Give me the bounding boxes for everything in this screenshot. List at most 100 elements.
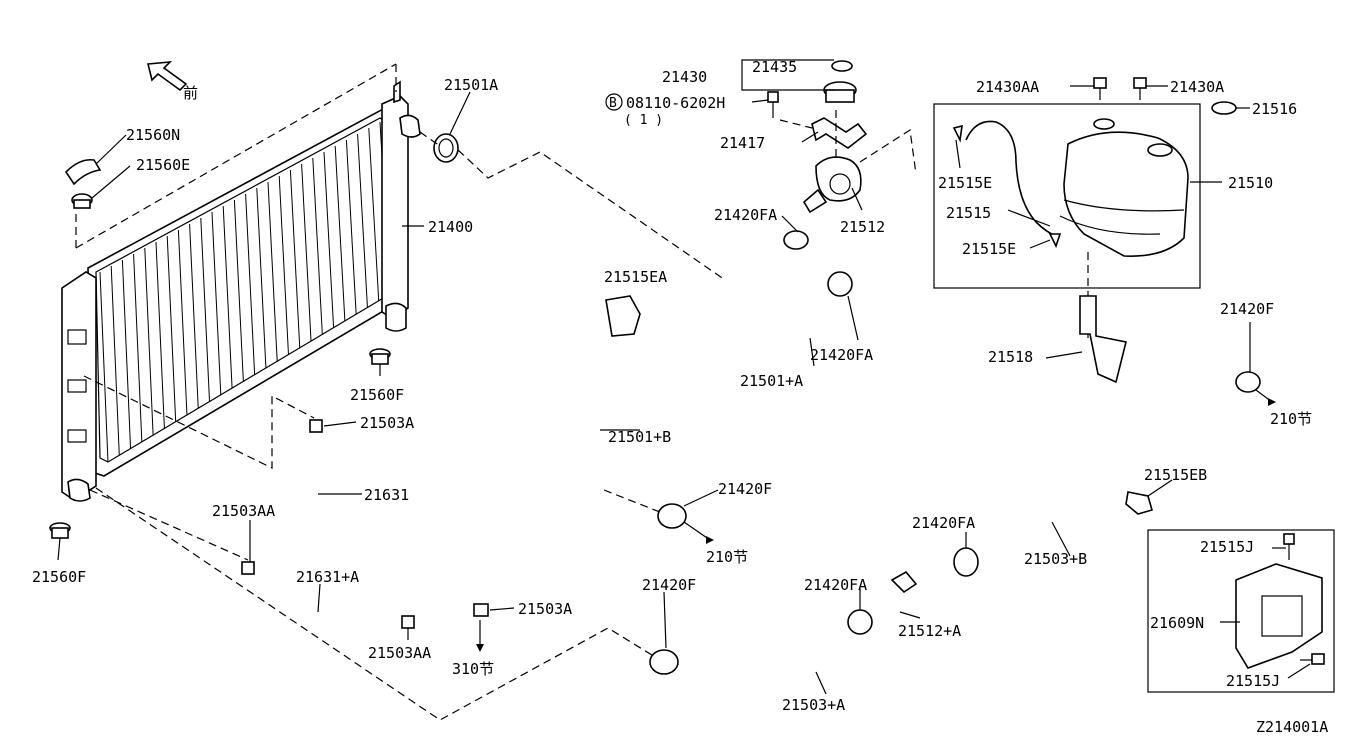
radiator-fin-line <box>189 223 199 409</box>
label-21430AA: 21430AA <box>976 78 1039 96</box>
screw-21515J-top-icon <box>1283 533 1295 560</box>
clamp-21420FA-mid-icon <box>827 271 853 297</box>
label-ref-210-mid: 210节 <box>706 548 748 566</box>
radiator-fin-line <box>177 229 188 415</box>
screw-21515J-bottom-icon <box>1300 653 1325 665</box>
label-21512A: 21512+A <box>898 622 961 640</box>
clamp-21420F-right-icon <box>1235 371 1261 393</box>
label-21430: 21430 <box>662 68 707 86</box>
bolt-icon <box>767 91 779 118</box>
diagram-code: Z214001A <box>1256 718 1328 736</box>
cap-21516-icon <box>1211 101 1237 115</box>
hose-21512A <box>875 567 951 625</box>
radiator-core <box>61 80 421 502</box>
clip-21515E-lower-icon <box>1048 233 1062 249</box>
label-bolt-qty: ( 1 ) <box>624 113 663 128</box>
clip-21515E-icon <box>952 124 963 143</box>
tube-21515 <box>965 120 1057 237</box>
radiator-fin-line <box>110 265 120 456</box>
radiator-fin-line <box>233 199 244 382</box>
clamp-21420FA-top-icon <box>783 230 809 250</box>
label-21503A-top: 21503A <box>360 414 414 432</box>
label-21512: 21512 <box>840 218 885 236</box>
hose-21503A <box>680 628 846 711</box>
radiator-fin-line <box>289 169 301 348</box>
label-21420FA-low: 21420FA <box>912 514 975 532</box>
clamp-21503A-top-icon <box>309 419 323 433</box>
label-21515EB: 21515EB <box>1144 466 1207 484</box>
label-21518: 21518 <box>988 348 1033 366</box>
filler-neck-21430-icon <box>823 81 857 103</box>
label-21560N: 21560N <box>126 126 180 144</box>
label-21631: 21631 <box>364 486 409 504</box>
mount-21560F-bottom-icon <box>49 522 71 539</box>
label-21515J-top: 21515J <box>1200 538 1254 556</box>
clamp-21420FA-low-icon <box>953 547 979 577</box>
label-21510: 21510 <box>1228 174 1273 192</box>
clamp-21420FA-bottom-icon <box>847 609 873 635</box>
label-21609N: 21609N <box>1150 614 1204 632</box>
inset-box <box>1147 529 1335 693</box>
clip-21515EA-icon <box>605 295 641 337</box>
radiator-fin-line <box>256 187 267 368</box>
label-21503A-plus: 21503+A <box>782 696 845 714</box>
label-21631A: 21631+A <box>296 568 359 586</box>
hose-21501A <box>767 297 836 349</box>
label-ref-310: 310节 <box>452 660 494 678</box>
label-21503B: 21503+B <box>1024 550 1087 568</box>
label-21400: 21400 <box>428 218 473 236</box>
radiator-fin-line <box>144 247 154 436</box>
radiator-fin-line <box>121 259 132 449</box>
bolt-21430AA-icon <box>1093 77 1107 100</box>
clip-21515EB-icon <box>1125 491 1153 515</box>
radiator-fin-line <box>267 181 278 362</box>
label-21515E-bottom: 21515E <box>962 240 1016 258</box>
cap-21435-icon <box>831 60 853 72</box>
label-21501A-top: 21501A <box>444 76 498 94</box>
clamp-21501A-icon <box>433 133 459 163</box>
hose-21631A <box>259 573 409 619</box>
bolt-badge-icon <box>605 93 623 111</box>
radiator-fin-line <box>368 127 380 301</box>
label-21420F-mid: 21420F <box>718 480 772 498</box>
label-21501B: 21501+B <box>608 428 671 446</box>
label-bolt-code: 08110-6202H <box>626 94 725 112</box>
label-21515: 21515 <box>946 204 991 222</box>
label-21503A-bottom: 21503A <box>518 600 572 618</box>
radiator-fin-line <box>166 235 177 422</box>
radiator-fin-line <box>278 175 289 355</box>
label-21515EA: 21515EA <box>604 268 667 286</box>
label-21560F-bottom: 21560F <box>32 568 86 586</box>
radiator-fin-line <box>357 133 368 308</box>
clamp-21420F-mid-icon <box>657 503 687 529</box>
label-21516: 21516 <box>1252 100 1297 118</box>
label-21503AA-top: 21503AA <box>212 502 275 520</box>
clamp-21503AA-top-icon <box>241 561 255 575</box>
hose-21631 <box>309 447 491 577</box>
front-arrow-icon <box>146 61 188 92</box>
radiator-fin-line <box>99 271 109 463</box>
mount-21560E-icon <box>71 193 93 209</box>
radiator-fin-line <box>222 205 233 389</box>
radiator-fin-line <box>301 163 312 342</box>
label-21560F-mid: 21560F <box>350 386 404 404</box>
label-21560E: 21560E <box>136 156 190 174</box>
radiator-fin-line <box>155 241 165 429</box>
reservoir-box <box>933 103 1201 289</box>
label-21420F-bottom: 21420F <box>642 576 696 594</box>
housing-21512 <box>802 156 862 214</box>
label-21501A-plus: 21501+A <box>740 372 803 390</box>
radiator-fin-line <box>345 139 357 315</box>
mount-21560F-mid-icon <box>369 348 391 365</box>
radiator-fin-line <box>334 145 346 321</box>
label-21420F-right: 21420F <box>1220 300 1274 318</box>
label-21430A: 21430A <box>1170 78 1224 96</box>
label-21503AA-bottom: 21503AA <box>368 644 431 662</box>
leader-lines <box>57 59 1311 695</box>
label-21435: 21435 <box>752 58 797 76</box>
radiator-fin-line <box>211 211 222 395</box>
mount-21560N-icon <box>64 158 102 186</box>
radiator-fin-line <box>200 217 211 402</box>
label-21515J-bottom: 21515J <box>1226 672 1280 690</box>
